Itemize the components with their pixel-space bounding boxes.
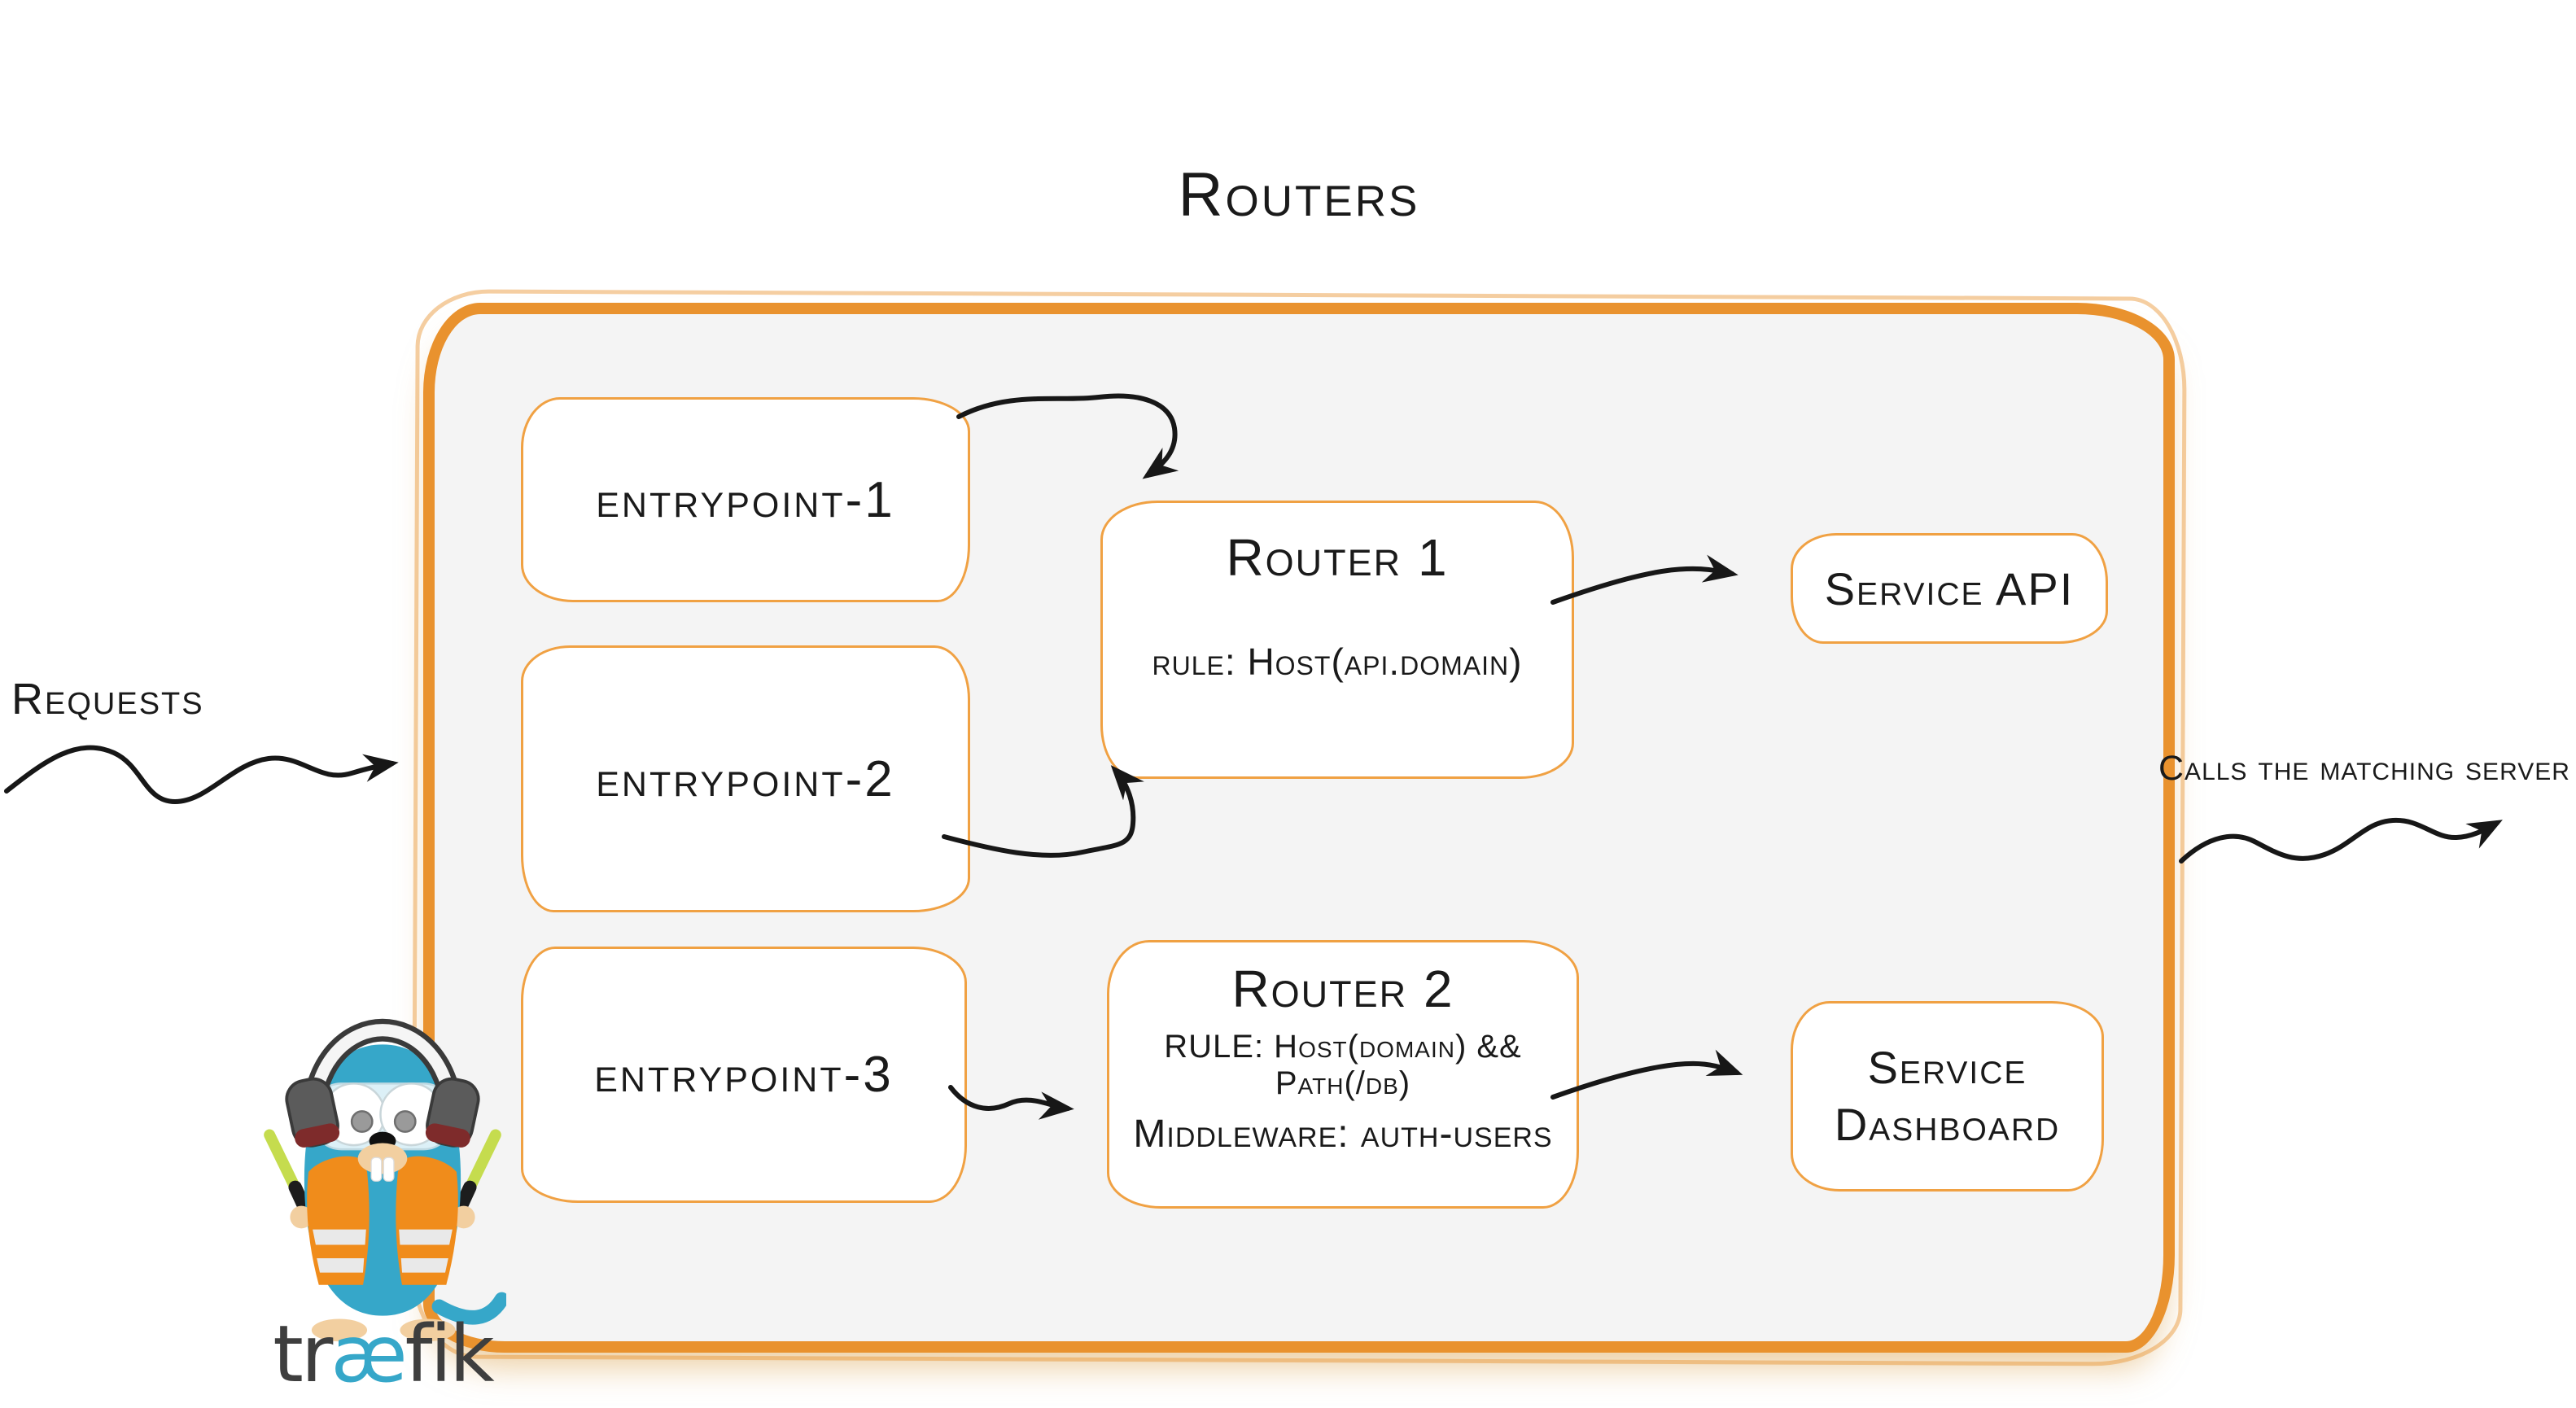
wordmark-post: fik [405, 1309, 495, 1400]
arrow-requests-in [4, 745, 399, 805]
entrypoint-1-node: entrypoint-1 [521, 397, 970, 602]
entrypoint-label: entrypoint-3 [594, 1047, 894, 1103]
entrypoint-3-node: entrypoint-3 [521, 947, 967, 1203]
router-rule: rule: Host(api.domain) [1152, 641, 1523, 683]
entrypoint-label: entrypoint-2 [596, 750, 895, 807]
requests-label: Requests [11, 675, 204, 724]
service-label: Service API [1824, 562, 2075, 614]
router-name: Router 1 [1226, 528, 1449, 587]
traefik-logo: træfik [244, 1016, 521, 1393]
entrypoint-2-node: entrypoint-2 [521, 645, 970, 912]
router-name: Router 2 [1231, 960, 1454, 1018]
diagram-title: Routers [1178, 160, 1420, 230]
wordmark-pre: tr [273, 1309, 333, 1400]
calls-label: Calls the matching server [2158, 749, 2570, 788]
router-middleware: Middleware: auth-users [1133, 1113, 1553, 1156]
router-1-node: Router 1 rule: Host(api.domain) [1100, 501, 1574, 779]
router-2-node: Router 2 RULE: Host(domain) && Path(/db)… [1107, 940, 1579, 1209]
arrow-calls-out [2179, 817, 2503, 864]
traefik-gopher-icon [264, 1018, 506, 1342]
service-label: Service Dashboard [1834, 1042, 2061, 1150]
traefik-wordmark: træfik [273, 1315, 494, 1393]
service-api-node: Service API [1791, 533, 2108, 644]
router-rule: RULE: Host(domain) && Path(/db) [1164, 1029, 1522, 1101]
wordmark-ligature: æ [330, 1309, 407, 1400]
entrypoint-label: entrypoint-1 [596, 471, 895, 528]
service-dashboard-node: Service Dashboard [1791, 1001, 2104, 1192]
